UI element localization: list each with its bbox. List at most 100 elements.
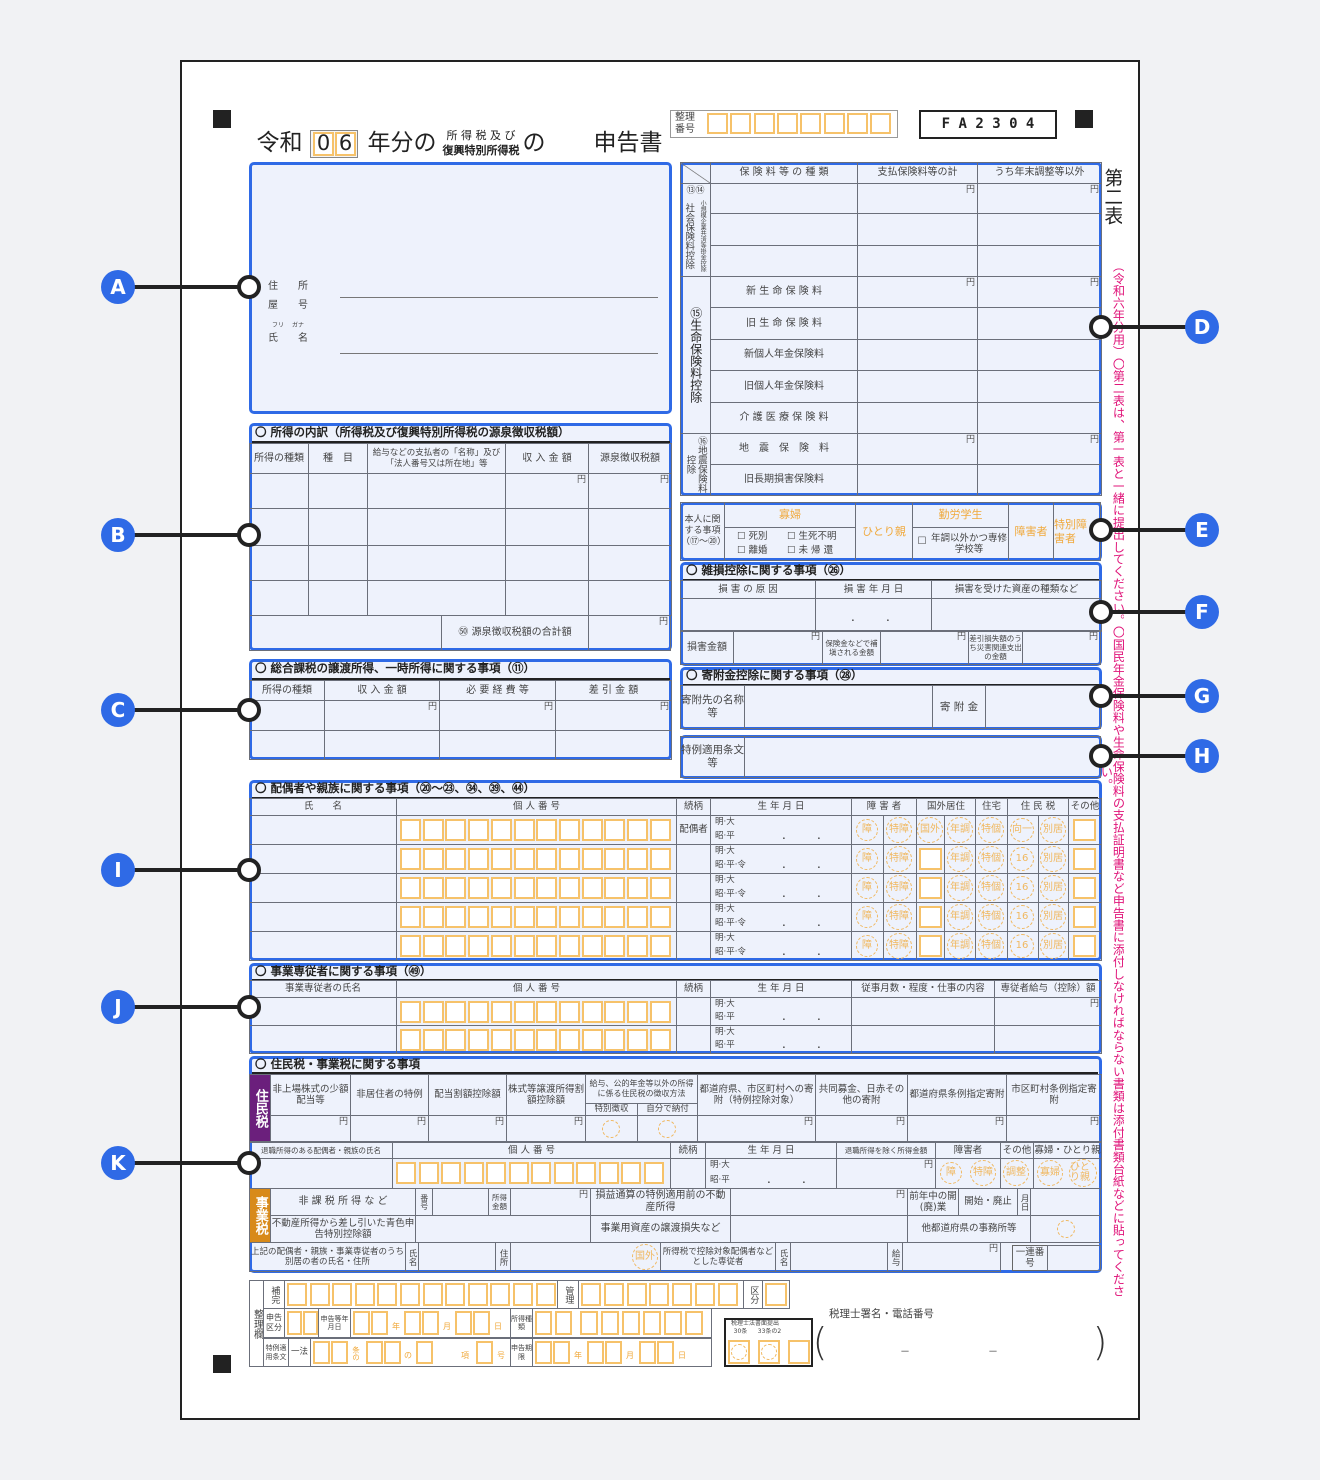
office-digit-box[interactable] [664,1311,682,1335]
my-number-digit-box[interactable] [604,935,626,957]
office-digit-box[interactable] [354,1283,375,1306]
donation-amount-field[interactable] [985,685,1101,729]
resident-tax-field[interactable]: 円 [506,1115,586,1142]
my-number-digit-box[interactable] [649,877,671,899]
my-number-digit-box[interactable] [627,848,648,870]
nontax-number-field[interactable] [432,1188,489,1216]
accountant-signature-field[interactable] [840,1325,1090,1365]
office-digit-box[interactable] [649,1283,670,1306]
housing-special-stamp[interactable]: 特個 [978,817,1004,843]
resident-tax-field[interactable]: 円 [270,1115,351,1142]
my-number-digit-box[interactable] [513,906,535,928]
special-disabled-stamp[interactable]: 特障 [886,817,912,843]
my-number-digit-box[interactable] [643,1162,664,1184]
office-digit-box[interactable] [377,1283,398,1306]
transfer-cell[interactable]: 円 [439,700,556,731]
my-number-digit-box[interactable] [445,935,467,957]
income-table-cell[interactable] [367,545,506,581]
my-number-digit-box[interactable] [598,1162,619,1184]
transfer-cell[interactable] [439,730,556,760]
my-number-digit-box[interactable] [536,819,558,841]
my-number-digit-box[interactable] [422,906,444,928]
unknown-status-checkbox[interactable]: ☐ 生死不明 [784,530,854,543]
my-number-digit-box[interactable] [621,1162,641,1184]
employee-cell[interactable] [249,1025,397,1054]
year-end-adjustment-stamp[interactable]: 年調 [947,875,973,901]
employee-name-field[interactable] [790,1242,888,1272]
seiri-digit-box[interactable] [870,113,892,134]
office-digit-box[interactable] [657,1341,674,1364]
my-number-digit-box[interactable] [558,848,580,870]
special-disabled-stamp[interactable]: 特障 [886,875,912,901]
separate-residence-stamp[interactable]: 別居 [1040,933,1066,959]
my-number-digit-box[interactable] [422,1029,444,1051]
disabled-stamp[interactable]: 障 [856,877,878,899]
life-insurance-cell[interactable] [857,402,978,434]
disabled-stamp[interactable]: 障 [940,1162,962,1184]
housing-special-stamp[interactable]: 特個 [978,904,1004,930]
life-insurance-cell[interactable] [977,370,1102,403]
real-estate-income-field[interactable]: 円 [730,1188,908,1216]
separate-name-field[interactable] [418,1242,496,1272]
earthquake-insurance-cell[interactable] [857,464,978,496]
my-number-digit-box[interactable] [627,819,648,841]
my-number-digit-box[interactable] [627,1001,648,1023]
special-disabled-stamp[interactable]: 特障 [970,1160,996,1186]
other-box[interactable] [1073,877,1096,899]
office-digit-box[interactable] [695,1283,715,1306]
my-number-digit-box[interactable] [536,848,558,870]
my-number-digit-box[interactable] [422,1001,444,1023]
my-number-digit-box[interactable] [604,819,626,841]
year-end-adjustment-stamp[interactable]: 年調 [947,817,973,843]
damage-amount-field[interactable]: 円 [733,630,823,665]
month-day-field[interactable] [1030,1188,1101,1216]
social-insurance-cell[interactable] [977,213,1102,246]
asset-transfer-loss-field[interactable] [730,1215,908,1243]
social-insurance-cell[interactable]: 円 [977,183,1102,214]
my-number-digit-box[interactable] [463,1162,484,1184]
other-box[interactable] [1073,819,1096,841]
divorced-checkbox[interactable]: ☐ 離婚 [734,544,784,557]
other-box[interactable] [1073,906,1096,928]
disabled-stamp[interactable]: 障 [856,848,878,870]
seiri-digit-box[interactable] [800,113,822,134]
salary-field[interactable]: 円 [902,1242,1001,1272]
my-number-digit-box[interactable] [581,1029,603,1051]
my-number-digit-box[interactable] [468,877,490,899]
resident-tax-field[interactable]: 円 [907,1115,1007,1142]
resident-tax-stamp[interactable]: 16 [1010,934,1034,958]
office-digit-box[interactable] [553,1341,570,1364]
my-number-digit-box[interactable] [513,848,535,870]
income-table-cell[interactable] [249,545,309,581]
separate-residence-stamp[interactable]: 別居 [1040,875,1066,901]
life-insurance-cell[interactable]: 円 [977,276,1102,308]
student-school-checkbox[interactable]: ☐ [915,535,929,549]
my-number-digit-box[interactable] [490,848,512,870]
income-table-cell[interactable]: 円 [505,473,589,509]
resident-tax-stamp[interactable]: 16 [1010,847,1034,871]
my-number-digit-box[interactable] [513,819,535,841]
office-digit-box[interactable] [467,1283,488,1306]
office-digit-box[interactable] [416,1341,433,1364]
office-digit-box[interactable] [384,1341,401,1364]
my-number-digit-box[interactable] [604,1029,626,1051]
my-number-digit-box[interactable] [468,1029,490,1051]
earthquake-insurance-cell[interactable]: 円 [857,433,978,465]
bereaved-checkbox[interactable]: ☐ 死別 [734,530,784,543]
office-digit-box[interactable] [313,1341,330,1364]
my-number-digit-box[interactable] [490,906,512,928]
my-number-digit-box[interactable] [581,906,603,928]
office-digit-box[interactable] [422,1311,439,1335]
my-number-digit-box[interactable] [445,877,467,899]
my-number-digit-box[interactable] [627,935,648,957]
employee-cell[interactable] [676,997,711,1026]
social-insurance-cell[interactable] [710,213,858,246]
employee-cell[interactable] [249,997,397,1026]
disabled-stamp[interactable]: 障 [856,906,878,928]
my-number-digit-box[interactable] [441,1162,461,1184]
my-number-digit-box[interactable] [422,819,444,841]
office-digit-box[interactable] [587,1341,604,1364]
serial-number-field[interactable] [1047,1245,1101,1271]
dependent-name-field[interactable] [249,815,397,845]
office-digit-box[interactable] [455,1311,472,1335]
